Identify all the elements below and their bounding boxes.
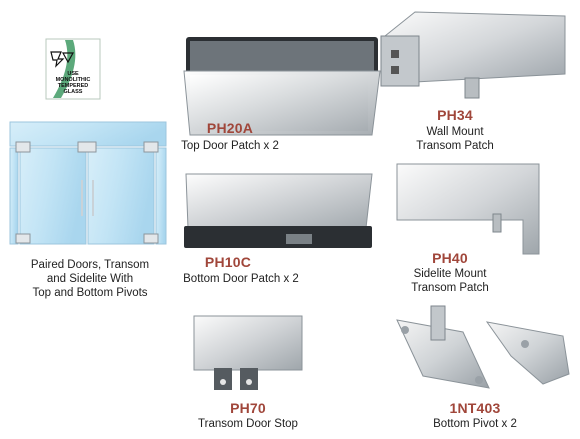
ph40-desc: Sidelite Mount Transom Patch [400, 267, 500, 295]
ph70-desc: Transom Door Stop [198, 418, 298, 430]
ph40-label: PH40 [410, 250, 490, 266]
badge-line-3: TEMPERED [57, 83, 89, 89]
ph10c-desc: Bottom Door Patch x 2 [183, 273, 299, 285]
ph10c-code: PH10C [204, 254, 252, 270]
door-caption-line-1: Paired Doors, Transom [30, 259, 150, 271]
ph10c-image [176, 168, 381, 256]
ph40-desc-line-2: Transom Patch [411, 282, 489, 294]
ph70-image [188, 310, 308, 396]
1nt403-desc: Bottom Pivot x 2 [433, 418, 517, 430]
ph34-code: PH34 [437, 107, 473, 123]
door-caption-line-2: and Sidelite With [46, 273, 134, 285]
glass-door-illustration [8, 120, 168, 246]
1nt403-code: 1NT403 [449, 400, 501, 416]
ph34-desc-line-1: Wall Mount [426, 126, 484, 138]
ph20a-image [180, 33, 385, 141]
badge-line-1: USE [67, 71, 79, 77]
door-caption: Paired Doors, Transom and Sidelite With … [0, 258, 180, 300]
ph70-code: PH70 [230, 400, 266, 416]
ph34-desc-line-2: Transom Patch [416, 140, 494, 152]
glass-badge-icon [45, 38, 101, 100]
door-caption-line-3: Top and Bottom Pivots [32, 287, 148, 299]
1nt403-image [393, 300, 573, 396]
ph20a-label: PH20A [180, 120, 280, 136]
badge-line-4: GLASS [63, 89, 83, 95]
ph20a-code: PH20A [206, 120, 254, 136]
ph40-image [393, 160, 543, 260]
ph40-code: PH40 [432, 250, 468, 266]
ph40-desc-line-1: Sidelite Mount [413, 268, 487, 280]
ph20a-desc: Top Door Patch x 2 [181, 140, 279, 152]
ph34-desc: Wall Mount Transom Patch [395, 125, 515, 153]
ph70-label: PH70 [198, 400, 298, 416]
badge-line-2: MONOLITHIC [55, 77, 91, 83]
ph34-label: PH34 [395, 107, 515, 123]
1nt403-label: 1NT403 [415, 400, 535, 416]
ph34-image [375, 6, 575, 106]
tempered-glass-badge: USE MONOLITHIC TEMPERED GLASS [45, 38, 101, 100]
ph10c-label: PH10C [178, 254, 278, 270]
